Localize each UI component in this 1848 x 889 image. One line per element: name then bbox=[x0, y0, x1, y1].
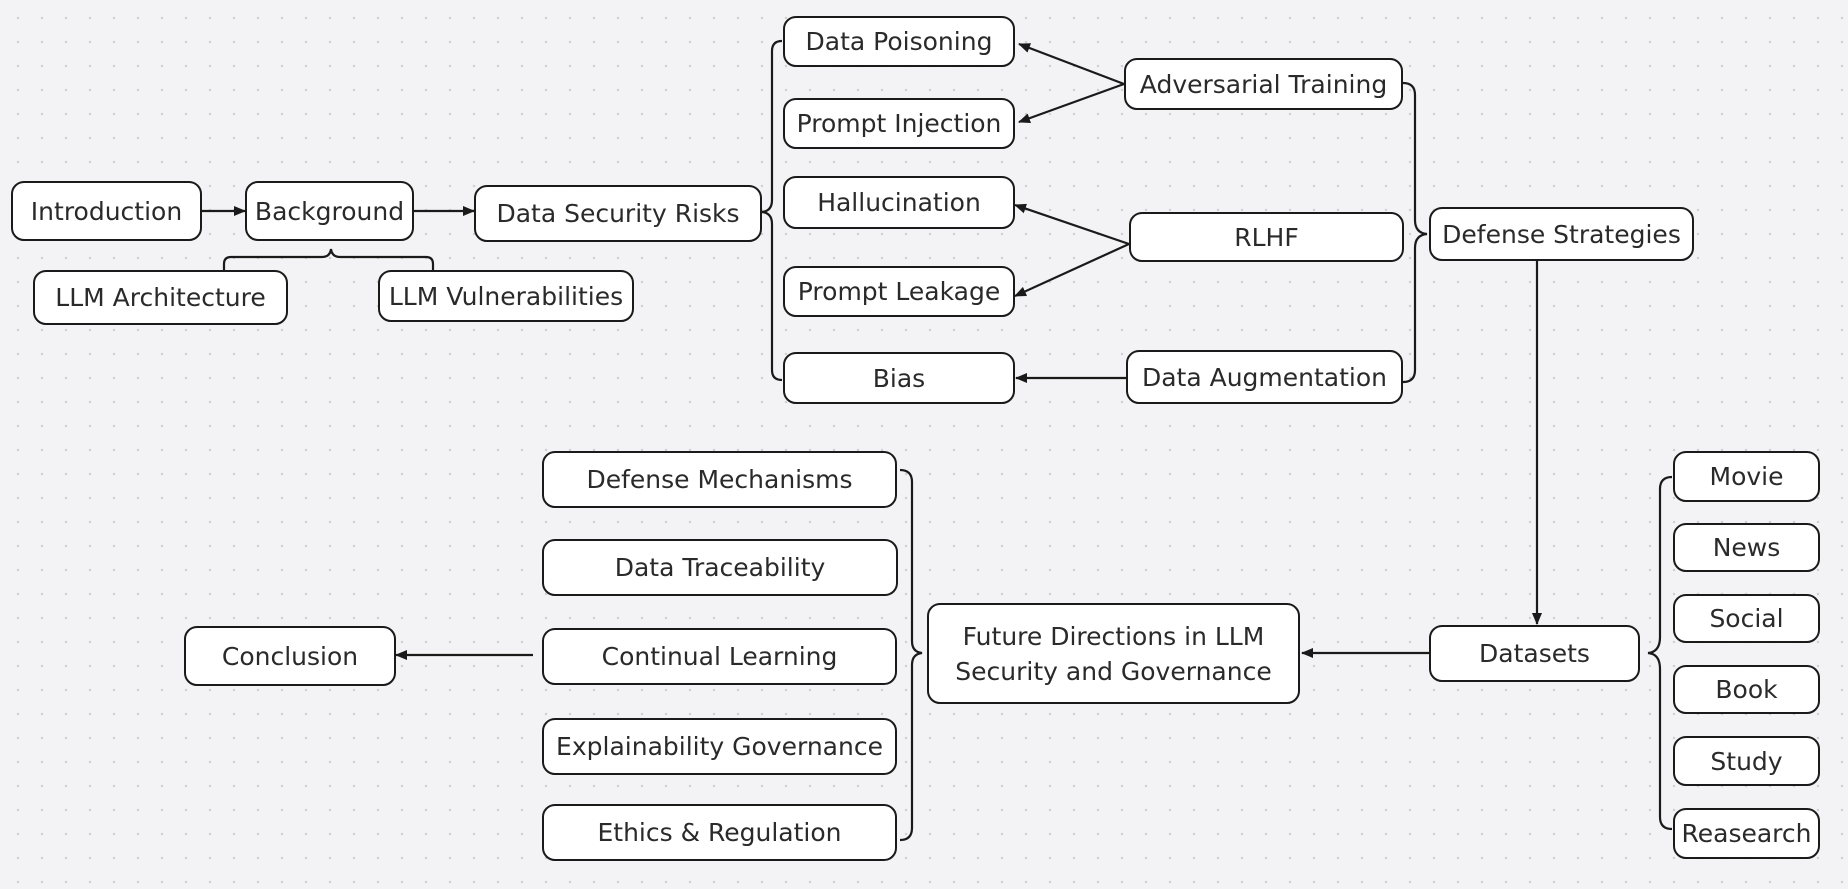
node-data-poisoning-label: Data Poisoning bbox=[805, 27, 993, 56]
node-study[interactable]: Study bbox=[1673, 736, 1820, 786]
node-data-poisoning[interactable]: Data Poisoning bbox=[783, 16, 1015, 67]
node-continual-learning[interactable]: Continual Learning bbox=[542, 628, 897, 685]
node-adversarial-training-label: Adversarial Training bbox=[1139, 69, 1388, 99]
node-book[interactable]: Book bbox=[1673, 665, 1820, 714]
brace-defense-strategies-children bbox=[1402, 81, 1428, 384]
node-background[interactable]: Background bbox=[245, 181, 414, 241]
node-data-augmentation-label: Data Augmentation bbox=[1141, 362, 1388, 392]
node-data-augmentation[interactable]: Data Augmentation bbox=[1126, 350, 1403, 404]
node-book-label: Book bbox=[1715, 675, 1778, 704]
node-movie-label: Movie bbox=[1709, 462, 1784, 491]
node-data-security-risks-label: Data Security Risks bbox=[496, 199, 740, 228]
node-defense-mechanisms-label: Defense Mechanisms bbox=[586, 465, 853, 494]
node-social-label: Social bbox=[1709, 604, 1784, 633]
node-hallucination[interactable]: Hallucination bbox=[783, 176, 1015, 229]
node-news[interactable]: News bbox=[1673, 523, 1820, 572]
node-adversarial-training[interactable]: Adversarial Training bbox=[1124, 58, 1403, 110]
node-defense-strategies-label: Defense Strategies bbox=[1442, 219, 1681, 249]
node-ethics-regulation[interactable]: Ethics & Regulation bbox=[542, 804, 897, 861]
node-rlhf[interactable]: RLHF bbox=[1129, 212, 1404, 262]
node-bias-label: Bias bbox=[872, 363, 926, 393]
node-data-security-risks[interactable]: Data Security Risks bbox=[474, 185, 762, 242]
node-future-directions-line-2: Security and Governance bbox=[955, 656, 1272, 686]
arrow-rlhf-to-hallucination bbox=[1014, 203, 1130, 246]
arrow-rlhf-to-prompt-leakage bbox=[1014, 242, 1130, 298]
node-defense-mechanisms[interactable]: Defense Mechanisms bbox=[542, 451, 897, 508]
node-conclusion-label: Conclusion bbox=[221, 641, 359, 671]
node-defense-strategies[interactable]: Defense Strategies bbox=[1429, 207, 1694, 261]
node-data-traceability[interactable]: Data Traceability bbox=[542, 539, 898, 596]
node-reasearch-label: Reasearch bbox=[1681, 819, 1812, 848]
brace-future-directions-children bbox=[899, 468, 923, 842]
brace-background-children bbox=[222, 248, 435, 272]
brace-datasets-children bbox=[1647, 475, 1673, 831]
node-rlhf-label: RLHF bbox=[1234, 222, 1299, 252]
node-social[interactable]: Social bbox=[1673, 594, 1820, 643]
node-datasets[interactable]: Datasets bbox=[1429, 625, 1640, 682]
node-llm-architecture-label: LLM Architecture bbox=[55, 283, 266, 312]
node-data-traceability-label: Data Traceability bbox=[614, 553, 826, 582]
node-llm-vulnerabilities-label: LLM Vulnerabilities bbox=[388, 281, 624, 311]
node-introduction-label: Introduction bbox=[30, 196, 183, 226]
node-news-label: News bbox=[1712, 533, 1781, 562]
node-prompt-leakage-label: Prompt Leakage bbox=[797, 277, 1001, 306]
node-explainability-governance[interactable]: Explainability Governance bbox=[542, 718, 897, 775]
arrow-adversarial-training-to-prompt-injection bbox=[1018, 82, 1125, 124]
brace-data-security-risks-children bbox=[761, 39, 783, 382]
node-hallucination-label: Hallucination bbox=[817, 188, 981, 217]
node-prompt-injection-label: Prompt Injection bbox=[796, 109, 1002, 138]
arrow-adversarial-training-to-data-poisoning bbox=[1018, 42, 1125, 86]
node-movie[interactable]: Movie bbox=[1673, 451, 1820, 502]
node-ethics-regulation-label: Ethics & Regulation bbox=[597, 818, 842, 847]
node-future-directions-line-1: Future Directions in LLM bbox=[962, 621, 1265, 651]
node-bias[interactable]: Bias bbox=[783, 352, 1015, 404]
node-llm-architecture[interactable]: LLM Architecture bbox=[33, 270, 288, 325]
node-datasets-label: Datasets bbox=[1479, 639, 1590, 668]
node-prompt-leakage[interactable]: Prompt Leakage bbox=[783, 266, 1015, 317]
node-llm-vulnerabilities[interactable]: LLM Vulnerabilities bbox=[378, 270, 634, 322]
node-reasearch[interactable]: Reasearch bbox=[1673, 808, 1820, 859]
node-continual-learning-label: Continual Learning bbox=[601, 642, 838, 671]
node-prompt-injection[interactable]: Prompt Injection bbox=[783, 98, 1015, 149]
node-background-label: Background bbox=[254, 196, 405, 226]
node-conclusion[interactable]: Conclusion bbox=[184, 626, 396, 686]
node-introduction[interactable]: Introduction bbox=[11, 181, 202, 241]
node-study-label: Study bbox=[1710, 746, 1783, 776]
node-explainability-governance-label: Explainability Governance bbox=[556, 732, 883, 761]
node-future-directions[interactable]: Future Directions in LLM Security and Go… bbox=[927, 603, 1300, 704]
